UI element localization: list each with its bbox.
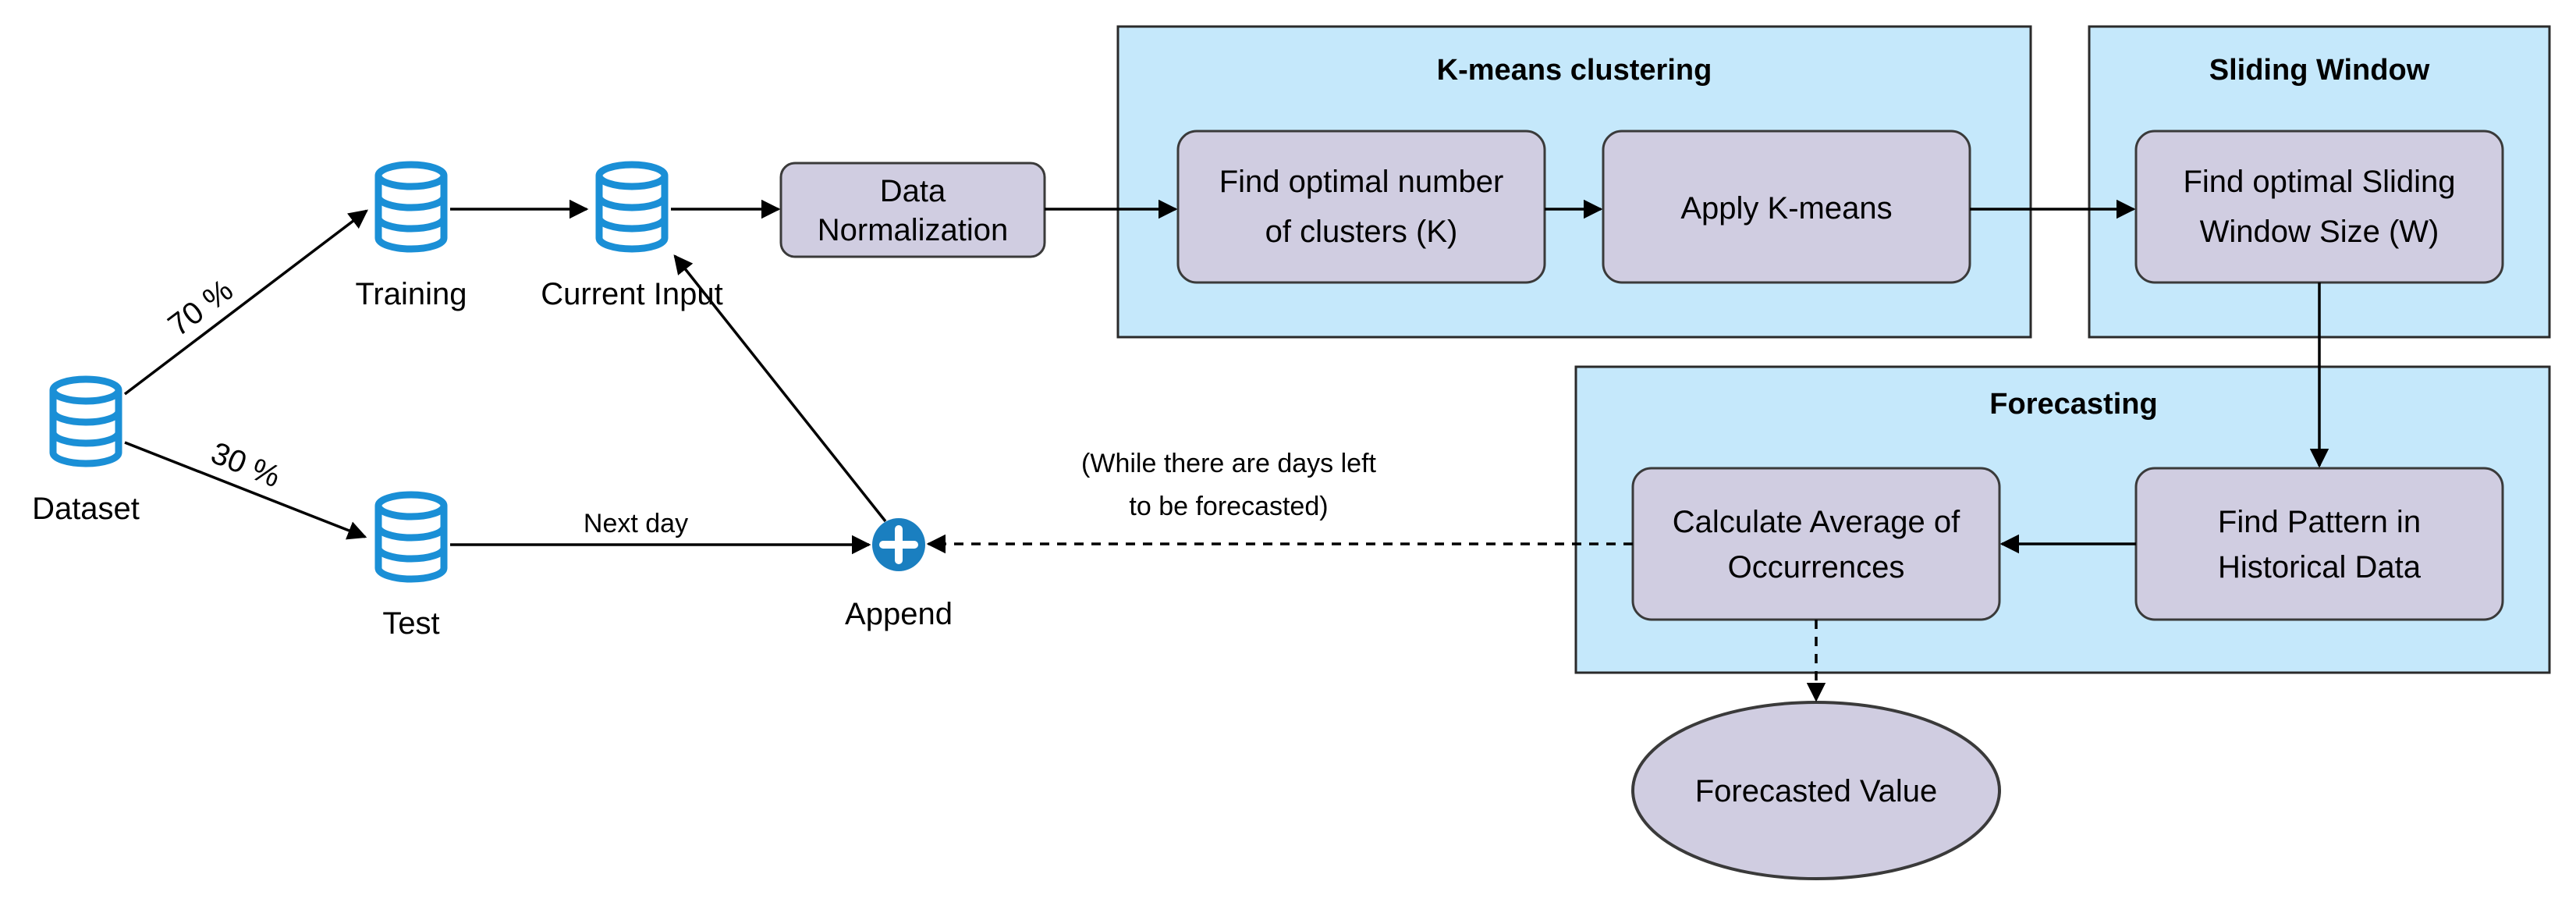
loop-condition-line1: (While there are days left xyxy=(1081,449,1376,478)
dataset-to-test-arrow xyxy=(124,441,367,540)
append-plus-icon xyxy=(879,525,918,564)
data-normalization-line2: Normalization xyxy=(818,213,1009,247)
append-label: Append xyxy=(845,597,953,631)
calculate-average-line2: Occurrences xyxy=(1728,550,1905,584)
kmeans-panel-title: K-means clustering xyxy=(1437,54,1712,87)
find-optimal-window-line1: Find optimal Sliding xyxy=(2183,165,2455,199)
calculate-average-line1: Calculate Average of xyxy=(1673,505,1960,539)
train-split-label: 70 % xyxy=(162,273,240,343)
training-label: Training xyxy=(355,277,467,311)
forecasted-value-ellipse xyxy=(1631,701,2001,880)
calculate-average-box xyxy=(1631,467,2001,621)
dataset-to-training-arrow xyxy=(123,209,368,396)
find-pattern-line1: Find Pattern in xyxy=(2218,505,2421,539)
sliding-window-panel-title: Sliding Window xyxy=(2209,54,2430,87)
find-optimal-window-box xyxy=(2134,130,2504,284)
current-input-database-icon xyxy=(599,165,665,249)
data-normalization-line1: Data xyxy=(880,174,946,208)
test-label: Test xyxy=(382,606,439,641)
apply-kmeans-label: Apply K-means xyxy=(1680,191,1892,226)
forecasting-panel-title: Forecasting xyxy=(1989,388,2157,421)
training-database-icon xyxy=(378,165,444,249)
test-split-label: 30 % xyxy=(206,435,285,494)
dataset-database-icon xyxy=(53,379,119,464)
test-database-icon xyxy=(378,495,444,579)
find-pattern-box xyxy=(2134,467,2504,621)
apply-kmeans-box xyxy=(1602,130,1971,284)
next-day-label: Next day xyxy=(584,509,688,538)
forecasted-value-label: Forecasted Value xyxy=(1695,774,1938,808)
append-to-current-input-arrow xyxy=(673,254,887,523)
find-optimal-k-box xyxy=(1176,130,1546,284)
loop-condition-line2: to be forecasted) xyxy=(1129,492,1328,521)
current-input-label: Current Input xyxy=(541,277,722,311)
find-pattern-line2: Historical Data xyxy=(2218,550,2422,584)
dataset-label: Dataset xyxy=(32,492,140,526)
find-optimal-k-line1: Find optimal number xyxy=(1219,165,1504,199)
find-optimal-k-line2: of clusters (K) xyxy=(1265,215,1458,249)
find-optimal-window-line2: Window Size (W) xyxy=(2200,215,2439,249)
